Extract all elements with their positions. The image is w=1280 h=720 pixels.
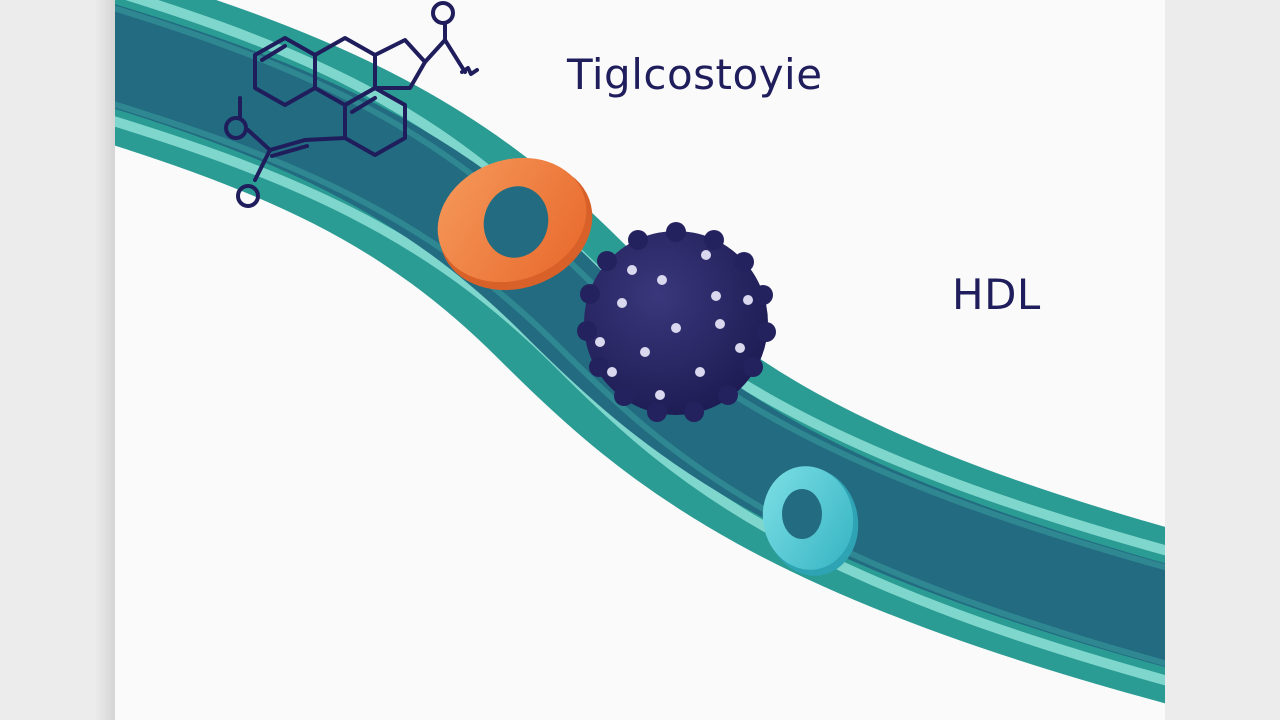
panel-shadow xyxy=(95,0,115,720)
orange-ring-particle-icon xyxy=(437,157,593,291)
steroid-molecule-icon xyxy=(224,1,479,208)
cyan-ring-particle-icon xyxy=(762,466,859,576)
vessel-inner-edge-lower xyxy=(115,101,1165,667)
molecule-label: Tiglcostoyie xyxy=(567,50,823,99)
hdl-label: HDL xyxy=(952,270,1041,319)
vessel-inner xyxy=(115,4,1165,668)
spiky-purple-particle-icon xyxy=(577,222,776,422)
